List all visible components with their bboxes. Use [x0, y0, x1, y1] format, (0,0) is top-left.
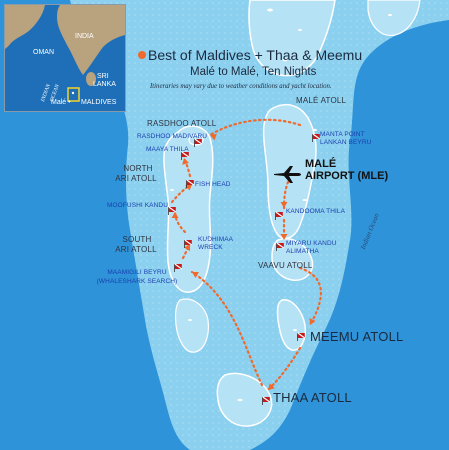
arrowhead-south-ari [192, 271, 199, 279]
atoll-label-vaavu: VAAVU ATOLL [258, 261, 313, 270]
arrowhead-moofushi [171, 212, 179, 218]
inset-label-sri: SRI [97, 73, 109, 80]
site-label-manta-point-1: MANTA POINT [320, 131, 365, 138]
atoll-label-north-ari-2: ARI ATOLL [115, 174, 157, 183]
airplane-icon [274, 166, 301, 183]
airport-label-line1: MALÉ [305, 158, 337, 170]
arrowhead-meemu [309, 318, 316, 325]
flag-rasdhoo-madivaru [194, 138, 203, 147]
route-male-to-rasdhoo [208, 118, 302, 137]
site-label-fish-head: FISH HEAD [195, 181, 231, 188]
site-label-maaya-thila: MAAYA THILA [146, 146, 189, 153]
flag-maaya-thila [181, 151, 190, 160]
title-bullet-icon [138, 51, 146, 59]
site-label-manta-point-2: LANKAN BEYRU [320, 139, 372, 146]
site-label-kandooma-thila: KANDOOMA THILA [286, 208, 346, 215]
inset-male-dot-icon: • [66, 99, 71, 106]
atoll-label-meemu: MEEMU ATOLL [310, 329, 404, 344]
inset-label-maldives: MALDIVES [81, 99, 117, 106]
site-label-maamigili-2: (WHALESHARK SEARCH) [96, 278, 178, 285]
dive-site-flags [168, 133, 321, 405]
arrowhead-fishhead [185, 184, 192, 191]
vaavu-atoll-lagoon [271, 238, 314, 281]
atoll-label-south-ari-1: SOUTH [122, 235, 152, 244]
north-atoll-lagoon [248, 0, 336, 77]
site-label-kudhimaa-1: KUDHIMAA [198, 236, 234, 243]
route-meemu-to-thaa [266, 346, 302, 392]
arrowhead-maaya [182, 158, 189, 165]
flag-kandooma-thila [275, 211, 284, 220]
arrowhead-kandooma [280, 202, 288, 208]
map-title-text: Best of Maldives + Thaa & Meemu [148, 47, 363, 63]
arrowhead-miyaru [280, 234, 288, 240]
ari-atoll-lagoon [163, 125, 214, 293]
map-title: Best of Maldives + Thaa & Meemu [138, 48, 362, 62]
flag-meemu [297, 332, 306, 341]
atoll-label-thaa: THAA ATOLL [273, 390, 352, 405]
arrowhead-rasdhoo [210, 133, 217, 141]
flag-kudhimaa-wreck [184, 239, 193, 248]
itinerary-note: Itineraries may vary due to weather cond… [150, 83, 332, 90]
site-label-moofushi-kandu: MOOFUSHI KANDU [107, 202, 168, 209]
flag-miyaru-kandu [276, 242, 285, 251]
site-label-miyaru-kandu-2: ALIMATHA [286, 248, 319, 255]
shallow-bank [70, 0, 449, 450]
inset-label-male: Malé • [51, 99, 71, 106]
route-arrows [170, 118, 322, 392]
inset-geography [5, 5, 125, 111]
inset-label-india: INDIA [75, 33, 94, 40]
flag-maamigili-beyru [174, 263, 183, 272]
northeast-lagoon [367, 0, 421, 37]
atoll-label-south-ari-2: ARI ATOLL [115, 245, 157, 254]
atoll-label-rasdhoo: RASDHOO ATOLL [147, 119, 217, 128]
atoll-label-male: MALÉ ATOLL [296, 96, 347, 105]
map-subtitle: Malé to Malé, Ten Nights [190, 66, 317, 78]
airport-label-line2: AIRPORT (MLE) [305, 170, 389, 182]
islands [170, 8, 392, 402]
arrowhead-kudhimaa [183, 244, 191, 251]
route-thaa-to-south-ari [190, 270, 264, 387]
site-label-kudhimaa-2: WRECK [198, 244, 223, 251]
atoll-label-north-ari-1: NORTH [123, 164, 153, 173]
flag-fish-head [186, 179, 195, 188]
thaa-atoll-lagoon [216, 372, 273, 427]
inset-maldives-highlight [67, 87, 80, 102]
inset-male-text: Malé [51, 99, 67, 106]
flag-moofushi-kandu [168, 206, 177, 215]
site-label-rasdhoo-madivaru: RASDHOO MADIVARU [137, 133, 208, 140]
south-lagoon [174, 298, 210, 353]
site-label-miyaru-kandu-1: MIYARU KANDU [286, 240, 337, 247]
flag-manta-point [312, 133, 321, 142]
site-label-maamigili-1: MAAMIGILI BEYRU [107, 269, 167, 276]
inset-label-lanka: LANKA [93, 81, 116, 88]
flag-thaa [262, 396, 271, 405]
inset-label-oman: OMAN [33, 49, 54, 56]
locator-inset-map: OMAN INDIA SRI LANKA INDIAN OCEAN Malé •… [4, 4, 126, 112]
arrowhead-thaa [268, 383, 275, 390]
route-vaavu-to-meemu [298, 266, 322, 327]
